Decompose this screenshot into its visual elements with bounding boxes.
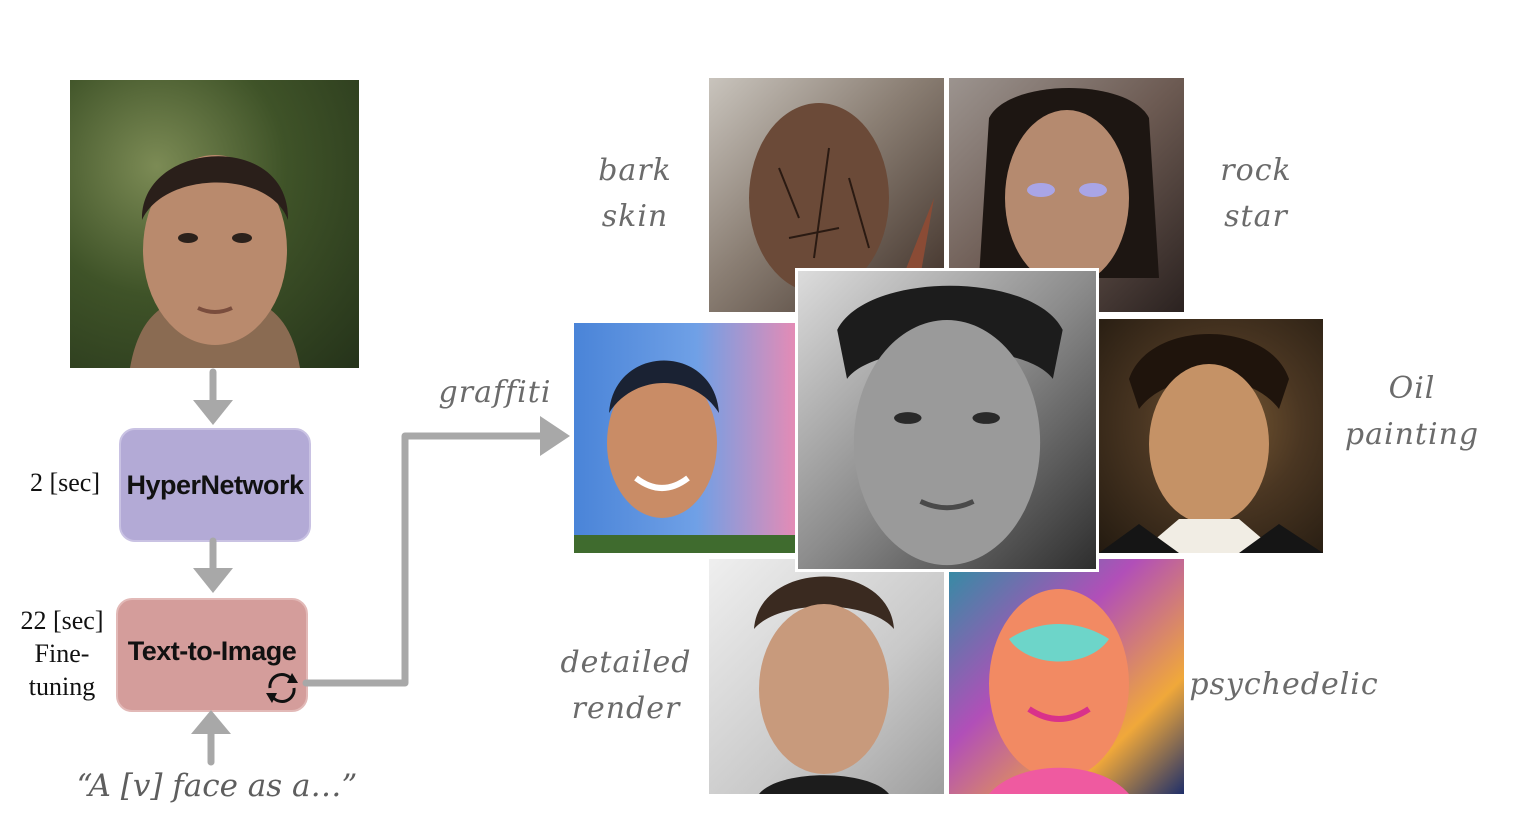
output-psychedelic-image [949,559,1184,794]
hypernetwork-time: 2 [sec] [29,468,100,497]
label-oil-painting-line2: painting [1344,417,1480,452]
input-face-photo [70,80,359,368]
t2i-time-desc-line1: Fine- [34,639,90,668]
hypernetwork-label: HyperNetwork [126,469,304,500]
label-rock-star: rock star [1206,148,1306,240]
t2i-time-block: 22 [sec] Fine- tuning [12,604,112,703]
output-center-bw-image [795,268,1099,572]
text-to-image-label: Text-to-Image [127,635,297,666]
t2i-time: 22 [sec] [20,606,104,635]
t2i-time-desc-line2: tuning [28,672,96,701]
refresh-icon [266,673,298,703]
label-oil-painting-line1: Oil [1388,371,1436,406]
label-psychedelic: psychedelic [1189,667,1379,702]
label-bark-skin-line2: skin [601,199,669,234]
label-oil-painting: Oil painting [1334,366,1490,458]
label-rock-star-line1: rock [1220,153,1292,188]
label-bark-skin-line1: bark [598,153,672,188]
label-detailed-render-line1: detailed [560,645,692,680]
hypernetwork-box: HyperNetwork [119,428,311,542]
output-oil-painting-image [1099,319,1323,553]
arrowhead-prompt-to-t2i [191,710,231,734]
label-bark-skin: bark skin [580,148,690,240]
arrowhead-to-outputs [540,416,570,456]
label-graffiti: graffiti [438,375,552,410]
label-rock-star-line2: star [1224,199,1288,234]
prompt-text: “A [v] face as a…” [76,768,358,804]
label-detailed-render-line2: render [571,691,681,726]
label-detailed-render: detailed render [552,640,700,732]
output-graffiti-image [574,323,796,553]
output-detailed-render-image [709,559,944,794]
arrow-t2i-to-outputs [302,432,549,687]
arrowhead-photo-to-hypernetwork [193,400,233,425]
arrowhead-hypernetwork-to-t2i [193,568,233,593]
